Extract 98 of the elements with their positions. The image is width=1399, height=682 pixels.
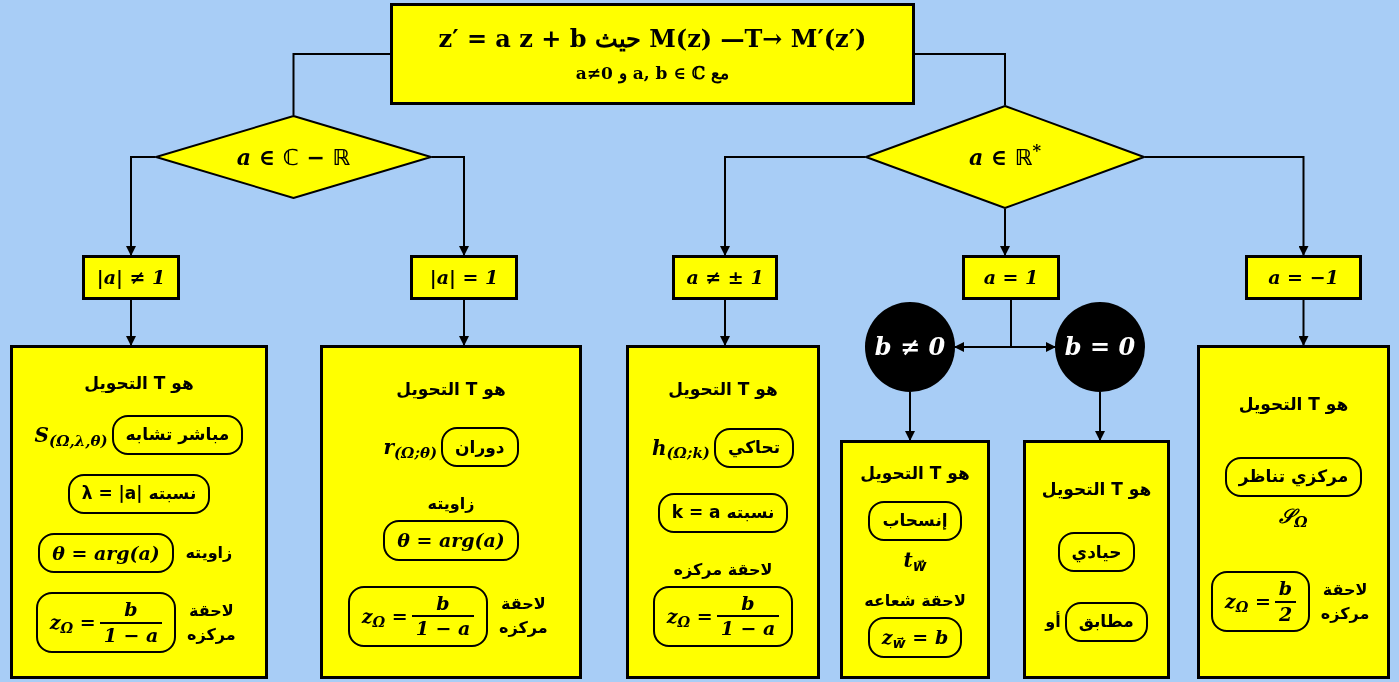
- fraction-denominator: 1 − a: [99, 621, 163, 648]
- rounded-box: [657, 492, 789, 533]
- condition-box: [82, 255, 180, 300]
- fraction-numerator: b: [436, 591, 450, 616]
- arrow: [431, 156, 469, 256]
- condition-text: b = 0: [1064, 331, 1136, 363]
- result-panel: [840, 440, 990, 679]
- condition-box: [672, 255, 778, 300]
- rounded-box: [38, 532, 174, 573]
- rounded-box-text: مركزي تناظر: [1238, 465, 1349, 489]
- condition-box: [410, 255, 518, 300]
- condition-text: a ∈ ℂ − ℝ: [236, 142, 351, 172]
- side-label: h$_{(Ω;k)}$: [651, 434, 710, 463]
- side-label: لاحقة شعاعه: [864, 590, 966, 613]
- rounded-box-text: تحاكي: [727, 435, 781, 460]
- panel-heading: التحويل T هو: [668, 378, 778, 401]
- formula-text: a = −1: [1268, 265, 1339, 291]
- rounded-box: [35, 591, 177, 654]
- arrow: [720, 299, 730, 346]
- decision-diamond: [865, 105, 1145, 209]
- arrow: [905, 391, 915, 441]
- decision-diamond: [155, 115, 432, 199]
- side-label: لاحقة مركزه: [498, 593, 549, 640]
- rounded-box-text: θ = arg(a): [52, 540, 160, 566]
- result-panel: [320, 345, 582, 679]
- rounded-box: [111, 415, 244, 455]
- formula-text: |a| = 1: [429, 265, 499, 291]
- result-panel: [626, 345, 820, 679]
- result-panel: [1197, 345, 1390, 679]
- rounded-box-text: مباشر تشابه: [125, 423, 230, 447]
- fraction-numerator: b: [124, 597, 138, 622]
- result-panel: [1023, 440, 1170, 679]
- condition-text: b ≠ 0: [874, 331, 946, 363]
- formula-text: z$_{Ω}$ =: [666, 604, 713, 631]
- side-label: زاويته: [184, 541, 234, 564]
- condition-box: [962, 255, 1060, 300]
- arrow: [720, 156, 866, 256]
- connector-line: [914, 53, 1006, 106]
- side-label: زاويته: [427, 493, 475, 516]
- formula-text: |a| ≠ 1: [96, 265, 166, 291]
- rounded-box-text: θ = arg(a): [397, 528, 505, 554]
- panel-heading: التحويل T هو: [396, 377, 506, 401]
- fraction-denominator: 2: [1274, 600, 1297, 627]
- rounded-box: [713, 427, 795, 468]
- side-label: لاحقة مركزه: [673, 558, 773, 581]
- side-label: r$_{(Ω;θ)}$: [383, 434, 438, 463]
- side-label: أو: [1045, 610, 1061, 634]
- arrow: [126, 156, 156, 256]
- formula-text: z$_{Ω}$ =: [49, 610, 96, 637]
- arrow: [1144, 156, 1309, 256]
- formula-box: [390, 3, 915, 105]
- panel-heading: التحويل T هو: [1041, 477, 1152, 501]
- fraction-denominator: 1 − a: [411, 615, 475, 642]
- rounded-box: [1224, 457, 1363, 497]
- rounded-box-text: λ = |a| نسبته: [81, 482, 197, 505]
- condition-text: a ∈ ℝ$^{*}$: [968, 140, 1042, 172]
- arrow: [126, 299, 136, 346]
- rounded-box: [1210, 570, 1311, 633]
- rounded-box: [347, 585, 489, 648]
- side-label: لاحقة مركزه: [1319, 578, 1371, 625]
- arrow: [1095, 391, 1105, 441]
- panel-heading: التحويل T هو: [84, 371, 194, 395]
- formula-text: a ≠ ± 1: [686, 265, 764, 291]
- rounded-box: [867, 617, 963, 658]
- rounded-box: [67, 473, 211, 514]
- rounded-box-text: z$_{w⃗}$ = b: [881, 625, 949, 652]
- arrow: [1298, 299, 1309, 346]
- fraction-numerator: b: [741, 591, 755, 616]
- panel-heading: التحويل T هو: [1238, 392, 1349, 416]
- formula-text: a≠0 و a, b ∈ ℂ مع: [575, 62, 730, 86]
- rounded-box: [868, 501, 962, 541]
- rounded-box: [1057, 532, 1136, 573]
- side-label: S$_{(Ω,λ,θ)}$: [34, 422, 108, 450]
- rounded-box: [652, 585, 794, 647]
- side-label: t$_{w⃗}$: [903, 547, 927, 575]
- rounded-box-text: k = a نسبته: [671, 500, 775, 524]
- formula-text: a = 1: [983, 265, 1039, 291]
- formula-text: z$_{Ω}$ =: [1224, 589, 1271, 616]
- formula-text: z′ = a z + b حيث M(z) —T→ M′(z′): [438, 23, 867, 56]
- condition-box: [1245, 255, 1362, 300]
- side-label: 𝒮$_{Ω}$: [1279, 503, 1308, 531]
- rounded-box: [1064, 602, 1148, 643]
- rounded-box-text: إنسحاب: [882, 509, 948, 533]
- arrow: [459, 299, 469, 346]
- rounded-box: [441, 427, 519, 468]
- rounded-box: [383, 520, 519, 561]
- fraction-numerator: b: [1278, 576, 1293, 601]
- rounded-box-text: مطابق: [1078, 610, 1134, 634]
- arrow: [1010, 299, 1056, 352]
- result-panel: [10, 345, 268, 679]
- formula-text: z$_{Ω}$ =: [361, 604, 408, 631]
- rounded-box-text: دوران: [455, 435, 505, 459]
- rounded-box-text: حيادي: [1071, 540, 1122, 565]
- side-label: لاحقة مركزه: [186, 599, 237, 646]
- fraction-denominator: 1 − a: [716, 615, 780, 641]
- arrow: [1000, 208, 1010, 256]
- connector-line: [292, 53, 391, 116]
- panel-heading: التحويل T هو: [860, 462, 970, 486]
